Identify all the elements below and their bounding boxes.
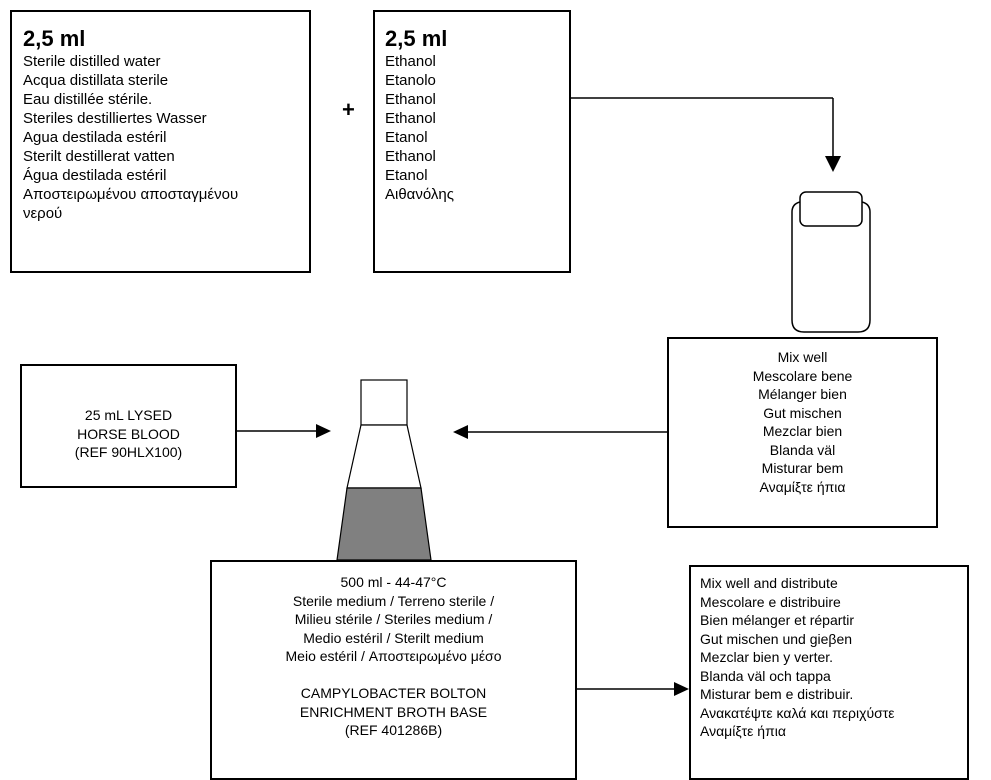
water-line: Sterile distilled water: [23, 53, 161, 70]
mix-line: Misturar bem: [761, 460, 844, 476]
blood-line: 25 mL LYSED: [84, 407, 173, 423]
distribute-line: Αναμίξτε ήπια: [700, 723, 786, 739]
medium-line: (REF 401286B): [344, 722, 443, 738]
distribute-line: Gut mischen und gieβen: [700, 630, 853, 647]
water-line: νερού: [23, 205, 63, 222]
medium-line: CAMPYLOBACTER BOLTON: [300, 685, 487, 701]
arrow-mix-to-flask: [453, 425, 667, 439]
water-line: Eau distillée stérile.: [23, 91, 153, 108]
mix-line: Mix well: [777, 349, 828, 365]
blood-line: (REF 90HLX100): [74, 444, 183, 460]
medium-line: ENRICHMENT BROTH BASE: [299, 703, 488, 720]
ethanol-line: Etanol: [385, 167, 428, 184]
water-line: Sterilt destillerat vatten: [23, 148, 175, 165]
water-line: Acqua distillata sterile: [23, 72, 169, 89]
flask-icon: [336, 379, 432, 561]
distribute-line: Blanda väl och tappa: [700, 667, 831, 684]
mix-line: Mélanger bien: [758, 386, 847, 402]
arrow-ethanol-to-vial: [570, 97, 841, 172]
horse-blood-box: 25 mL LYSED HORSE BLOOD (REF 90HLX100): [20, 364, 237, 488]
mix-line: Blanda väl: [769, 441, 836, 458]
arrow-blood-to-flask: [236, 424, 331, 438]
medium-line: Medio estéril / Sterilt medium: [303, 629, 484, 646]
mix-line: Mescolare bene: [752, 367, 853, 384]
sterile-water-box: 2,5 ml Sterile distilled water Acqua dis…: [10, 10, 311, 273]
ethanol-line: Ethanol: [385, 53, 436, 70]
blood-line: HORSE BLOOD: [77, 425, 180, 442]
mix-line: Gut mischen: [763, 404, 842, 421]
distribute-line: Mescolare e distribuire: [700, 593, 841, 610]
water-line: Agua destilada estéril: [23, 129, 167, 146]
ethanol-box: 2,5 ml Ethanol Etanolo Ethanol Ethanol E…: [373, 10, 571, 273]
arrow-medium-to-distribute: [576, 682, 689, 696]
water-line: Αποστειρωμένου αποσταγμένου: [23, 186, 239, 203]
distribute-line: Ανακατέψτε καλά και περιχύστε: [700, 704, 895, 721]
medium-line: Milieu stérile / Steriles medium /: [294, 611, 493, 627]
medium-line: Sterile medium / Terreno sterile /: [292, 592, 495, 609]
distribute-line: Bien mélanger et répartir: [700, 612, 855, 628]
ethanol-line: Etanol: [385, 129, 428, 146]
vial-icon: [791, 191, 871, 333]
ethanol-line: Αιθανόλης: [385, 186, 454, 203]
plus-sign: +: [342, 97, 355, 122]
distribute-box: Mix well and distribute Mescolare e dist…: [689, 565, 969, 780]
ethanol-line: Ethanol: [385, 91, 436, 108]
ethanol-line: Etanolo: [385, 72, 436, 89]
mix-well-box: Mix well Mescolare bene Mélanger bien Gu…: [667, 337, 938, 528]
medium-line: Meio estéril / Αποστειρωμένο μέσο: [285, 648, 502, 664]
mix-line: Mezclar bien: [762, 423, 843, 439]
water-line: Steriles destilliertes Wasser: [23, 110, 207, 127]
water-volume: 2,5 ml: [23, 26, 86, 51]
distribute-line: Mezclar bien y verter.: [700, 649, 834, 665]
medium-line: [212, 666, 575, 685]
mix-line: Αναμίξτε ήπια: [759, 478, 846, 495]
medium-line: 500 ml - 44-47°C: [340, 574, 447, 590]
sterile-medium-box: 500 ml - 44-47°C Sterile medium / Terren…: [210, 560, 577, 780]
ethanol-line: Ethanol: [385, 110, 436, 127]
ethanol-volume: 2,5 ml: [385, 26, 448, 51]
distribute-line: Mix well and distribute: [700, 575, 838, 591]
water-line: Água destilada estéril: [23, 167, 167, 184]
distribute-line: Misturar bem e distribuir.: [700, 686, 854, 702]
ethanol-line: Ethanol: [385, 148, 436, 165]
